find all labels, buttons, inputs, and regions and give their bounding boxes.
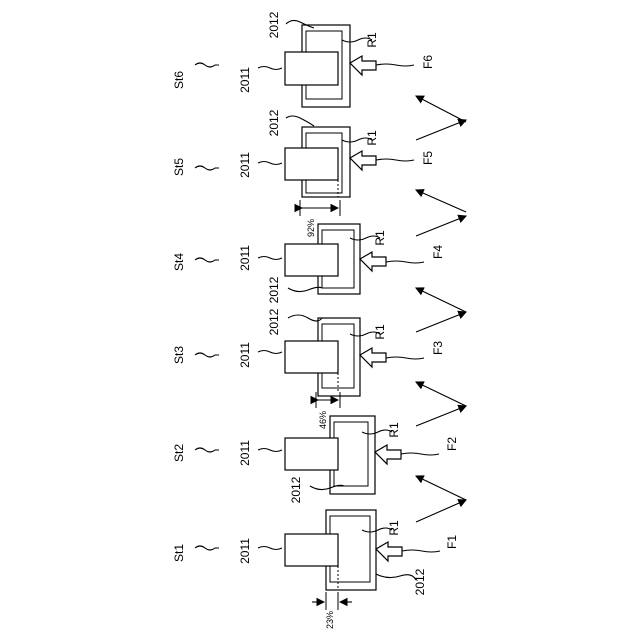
- piece-label: 2011: [238, 342, 252, 368]
- leader-line: [376, 574, 416, 580]
- step-label: St6: [172, 71, 186, 89]
- force-arrow: [375, 445, 401, 464]
- percent-label: 23%: [325, 611, 335, 629]
- step-st3: St3 2011 2012 R1 F3: [172, 308, 445, 396]
- step-label: St4: [172, 253, 186, 271]
- piece-label: 2011: [238, 67, 252, 93]
- transition-arrow: [416, 382, 466, 406]
- force-arrow: [360, 252, 386, 271]
- frame-label: 2012: [413, 568, 427, 595]
- frame-label: 2012: [267, 11, 281, 38]
- frame-label: 2012: [267, 308, 281, 335]
- transition-arrow: [416, 476, 466, 500]
- leader-line: [258, 547, 282, 550]
- transition-arrow: [416, 288, 466, 312]
- piece-2011: [285, 244, 338, 276]
- piece-label: 2011: [238, 245, 252, 271]
- leader-line: [286, 116, 314, 126]
- leader-line: [288, 315, 322, 321]
- force-label: F2: [445, 437, 459, 451]
- leader-line: [195, 258, 219, 262]
- transition-arrow: [416, 190, 466, 212]
- leader-line: [258, 257, 282, 260]
- force-label: F5: [421, 151, 435, 165]
- leader-line: [376, 159, 414, 161]
- region-label: R1: [387, 422, 401, 438]
- transition-arrow: [416, 312, 466, 332]
- dimension-23: 23%: [312, 592, 352, 629]
- transition-arrow: [416, 216, 466, 236]
- step-st5: St5 2011 2012 R1 F5: [172, 109, 435, 197]
- leader-line: [258, 162, 282, 165]
- step-st6: St6 2011 2012 R1 F6: [172, 11, 435, 107]
- step-label: St2: [172, 444, 186, 462]
- leader-line: [195, 546, 219, 550]
- step-label: St1: [172, 544, 186, 562]
- force-label: F6: [421, 55, 435, 69]
- force-label: F4: [431, 245, 445, 259]
- piece-label: 2011: [238, 152, 252, 178]
- leader-line: [195, 166, 219, 170]
- force-arrow: [350, 56, 376, 75]
- leader-line: [195, 63, 219, 67]
- force-label: F1: [445, 535, 459, 549]
- piece-2011: [285, 148, 338, 180]
- leader-line: [258, 449, 282, 452]
- leader-line: [258, 67, 282, 70]
- leader-line: [286, 20, 314, 28]
- step-label: St5: [172, 158, 186, 176]
- force-arrow: [376, 542, 402, 561]
- transition-arrow: [416, 406, 466, 426]
- step-label: St3: [172, 346, 186, 364]
- leader-line: [376, 64, 414, 66]
- leader-line: [195, 448, 219, 452]
- transition-arrow: [416, 120, 466, 140]
- piece-2011: [285, 438, 338, 470]
- piece-label: 2011: [238, 440, 252, 466]
- leader-line: [386, 261, 424, 263]
- force-arrow: [350, 151, 376, 170]
- piece-label: 2011: [238, 538, 252, 564]
- piece-2011: [285, 341, 338, 373]
- step-st1: St1 2011 2012 R1 F1: [172, 510, 459, 595]
- percent-label: 92%: [306, 219, 316, 237]
- force-label: F3: [431, 341, 445, 355]
- frame-label: 2012: [267, 109, 281, 136]
- step-st2: St2 2011 2012 R1 F2: [172, 416, 459, 503]
- leader-line: [258, 351, 282, 354]
- percent-label: 46%: [318, 411, 328, 429]
- piece-2011: [285, 52, 338, 85]
- transition-arrow: [416, 96, 466, 122]
- region-label: R1: [387, 520, 401, 536]
- piece-2011: [285, 534, 338, 566]
- leader-line: [195, 353, 219, 357]
- leader-line: [386, 357, 424, 359]
- leader-line: [401, 453, 439, 455]
- force-arrow: [360, 348, 386, 367]
- transition-arrow: [416, 500, 466, 522]
- leader-line: [288, 287, 322, 291]
- frame-label: 2012: [267, 276, 281, 303]
- frame-label: 2012: [289, 476, 303, 503]
- leader-line: [402, 550, 440, 552]
